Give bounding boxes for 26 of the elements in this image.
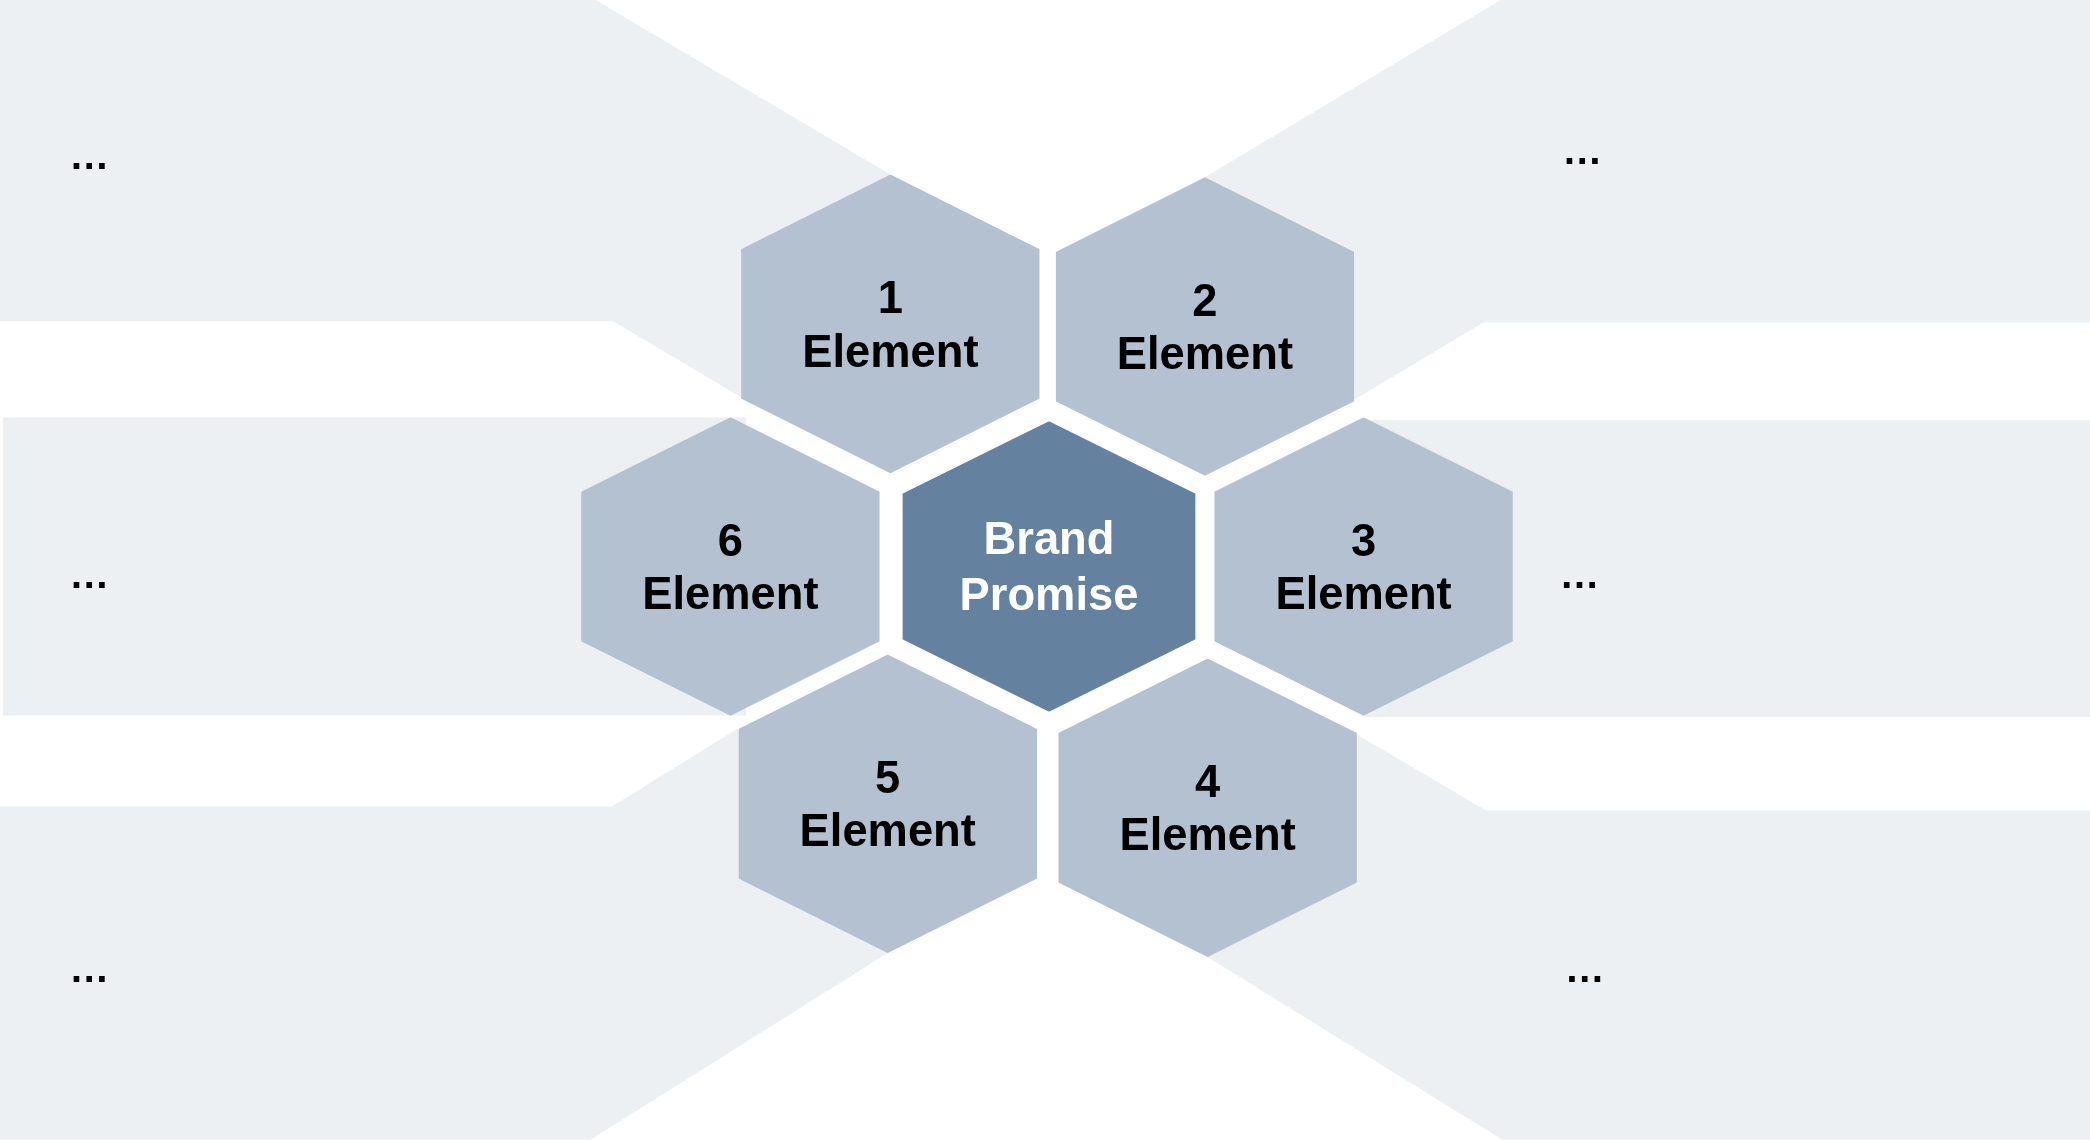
placeholder-text: … [1564, 946, 1605, 992]
element-number: 2 [1192, 273, 1218, 327]
element-label: Element [1275, 566, 1452, 620]
placeholder-text: … [69, 133, 110, 179]
center-hexagon [902, 421, 1196, 712]
hexagon [1055, 177, 1355, 476]
hexagon [738, 654, 1037, 954]
hexagon [741, 174, 1040, 474]
element-label: Element [799, 804, 976, 858]
element-label: Element [802, 324, 979, 378]
element-label: Element [642, 566, 819, 620]
element-label: Element [1119, 808, 1296, 862]
element-number: 3 [1350, 513, 1377, 567]
element-number: 4 [1195, 754, 1221, 808]
element-number: 1 [877, 270, 903, 324]
element-number: 5 [875, 750, 901, 804]
hexagon [581, 417, 880, 716]
placeholder-text: … [1559, 551, 1600, 598]
placeholder-text: … [1562, 127, 1603, 174]
placeholder-text: … [69, 946, 110, 992]
hexagon [1214, 417, 1513, 716]
center-label: Brand Promise [958, 512, 1140, 622]
hexagon [1058, 658, 1357, 958]
element-label: Element [1116, 326, 1294, 380]
element-number: 6 [717, 513, 744, 567]
placeholder-text: … [69, 551, 110, 598]
